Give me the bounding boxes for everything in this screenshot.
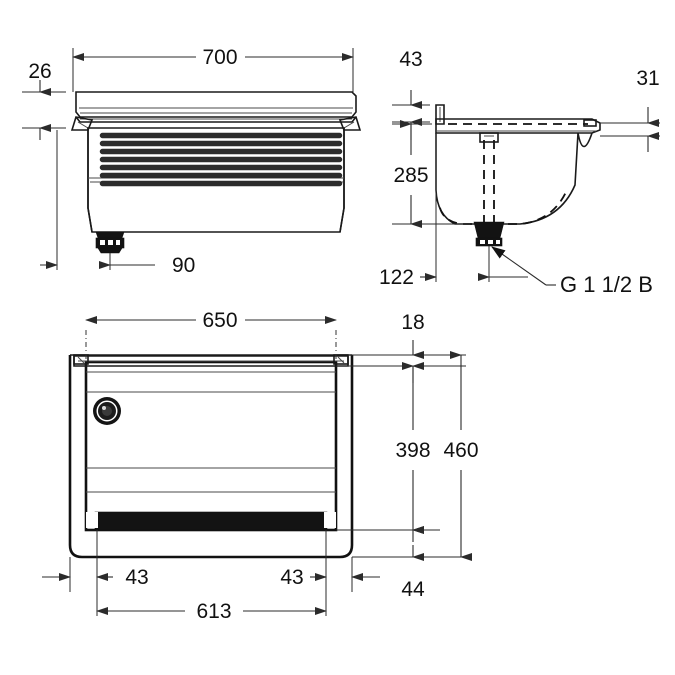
dim-label-122: 122: [379, 266, 414, 289]
dim-plan-right-offset: 43: [280, 530, 380, 592]
dim-label-90: 90: [172, 254, 195, 277]
side-bowl-profile: [435, 132, 593, 225]
dim-label-700: 700: [202, 46, 237, 69]
dim-label-460: 460: [443, 439, 478, 462]
dim-plan-front-edge: 44: [401, 526, 425, 601]
dim-label-650: 650: [202, 309, 237, 332]
dim-front-rim-height: 26: [22, 60, 66, 140]
dim-front-width: 700: [72, 46, 354, 92]
plan-ribbed-strip: [86, 511, 336, 531]
dim-label-398: 398: [395, 439, 430, 462]
side-hidden-waste-pipe: [479, 132, 499, 222]
front-drain-fitting: [95, 231, 125, 254]
side-drain-fitting: [473, 221, 505, 247]
dim-side-front-rim: 31: [600, 67, 660, 152]
plan-backsplash-rail: [73, 354, 349, 367]
dim-label-31: 31: [636, 67, 659, 90]
dim-label-43-right: 43: [280, 566, 303, 589]
dim-plan-inner-width: 650: [85, 309, 337, 360]
side-rim-slab: [435, 118, 601, 134]
callout-label-thread: G 1 1/2 B: [560, 272, 653, 297]
dim-side-drain-offset: 122: [379, 133, 528, 289]
dim-plan-left-offset: 43: [42, 530, 149, 592]
front-ribbed-drainboard: [99, 132, 343, 187]
plan-drain-hole: [93, 397, 121, 425]
front-elevation-view: 700 26 90: [22, 46, 362, 277]
callout-drain-thread: G 1 1/2 B: [491, 246, 653, 297]
side-section-view: 43 285 31: [379, 48, 660, 297]
dim-front-drain-offset: 90: [40, 130, 195, 277]
dim-plan-overall-depth: 460: [352, 351, 479, 561]
plan-outer-rim: [68, 354, 354, 559]
dim-plan-bracket-span: 613: [96, 577, 327, 623]
front-rim-assembly: [75, 91, 357, 123]
dim-plan-back-edge: 18: [336, 311, 466, 383]
dim-label-43-left: 43: [125, 566, 148, 589]
dim-label-18: 18: [401, 311, 424, 334]
dim-label-613: 613: [196, 600, 231, 623]
plan-inner-bowl: [84, 360, 338, 532]
dim-label-43-splash: 43: [399, 48, 422, 71]
dim-label-26: 26: [28, 60, 51, 83]
dim-label-285: 285: [393, 164, 428, 187]
dim-label-44: 44: [401, 578, 425, 601]
side-backsplash: [435, 104, 445, 125]
plan-view: 650 18 398 460: [42, 309, 479, 623]
dim-side-bowl-depth: 285: [392, 120, 470, 228]
